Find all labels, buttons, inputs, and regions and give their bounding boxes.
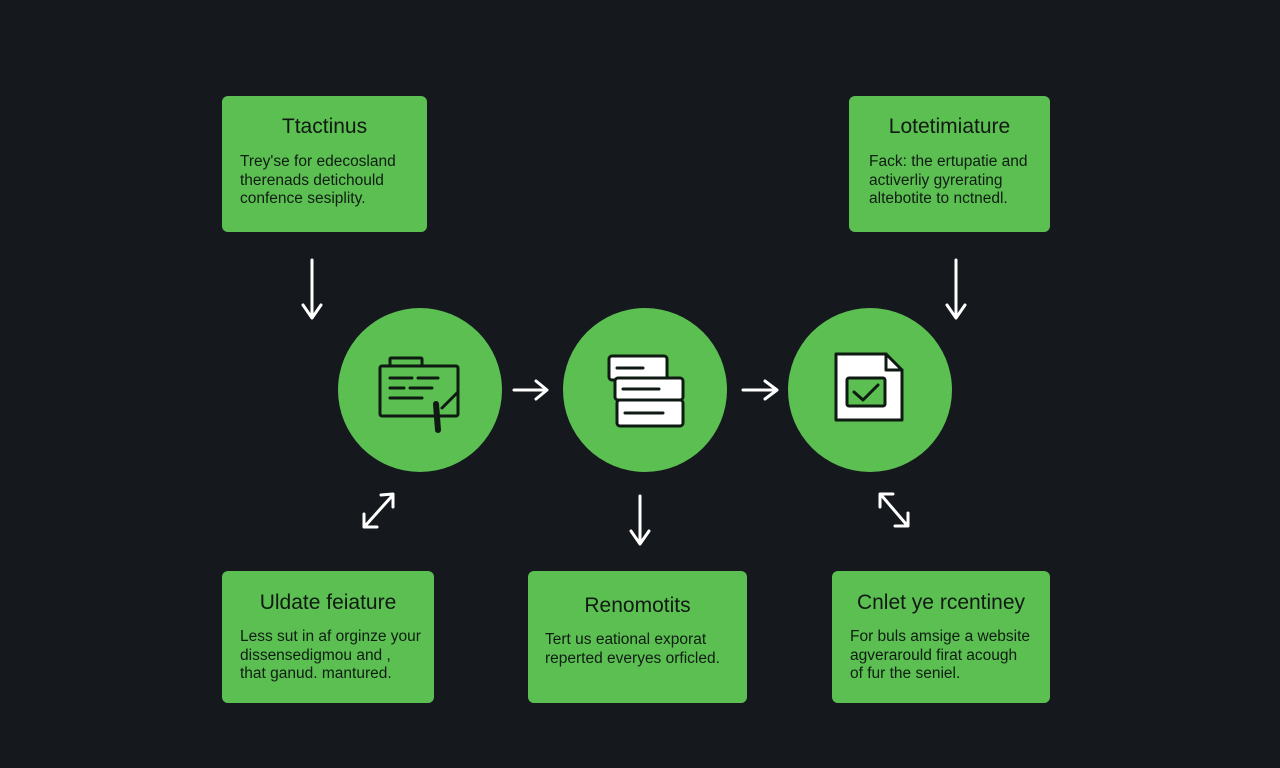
card-bottom-left: Uldate feiature Less sut in af orginze y… [222,571,434,703]
file-check-icon [834,352,904,422]
card-title: Cnlet ye rcentiney [856,591,1026,614]
document-edit-icon [378,356,460,433]
arrow-down-center [629,494,651,546]
node-server-stack [563,308,727,472]
card-title: Renomotits [584,594,691,617]
arrow-right-2 [741,379,779,401]
arrow-down-left [301,258,323,320]
card-body: Tert us eational exporat reperted everye… [545,631,720,667]
arrow-down-right [945,258,967,320]
card-title: Lotetimiature [888,115,1011,138]
card-body: For buls amsige a website agverarould fi… [850,628,1031,682]
card-body: Trey'se for edecosland therenads deticho… [240,153,396,207]
arrow-diagonal-left [362,492,395,529]
card-top-right: Lotetimiature Fack: the ertupatie and ac… [849,96,1050,232]
arrow-right-1 [512,379,549,401]
card-bottom-center: Renomotits Tert us eational exporat repe… [528,571,747,703]
node-document-edit [338,308,502,472]
card-bottom-right: Cnlet ye rcentiney For buls amsige a web… [832,571,1050,703]
card-body: Fack: the ertupatie and activerliy gyrer… [869,153,1028,207]
node-file-check [788,308,952,472]
card-title: Uldate feiature [259,591,397,614]
server-stack-icon [607,354,685,428]
arrow-diagonal-right [878,492,910,528]
card-title: Ttactinus [281,115,368,138]
card-top-left: Ttactinus Trey'se for edecosland therena… [222,96,427,232]
card-body: Less sut in af orginze your dissensedigm… [240,628,421,682]
